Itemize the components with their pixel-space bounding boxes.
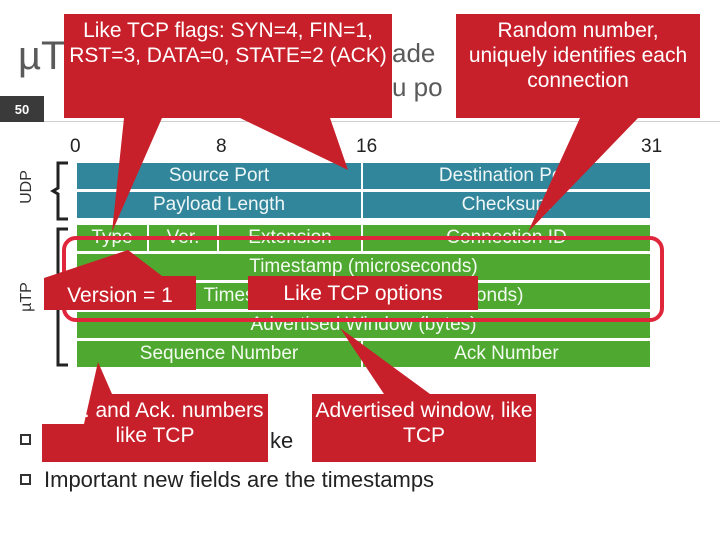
- callout-flags-text: Like TCP flags: SYN=4, FIN=1, RST=3, DAT…: [69, 19, 387, 67]
- callout-seqack-shape: [42, 362, 268, 462]
- callout-window-shape: [312, 328, 536, 462]
- slide-title-fragment: ade: [392, 38, 436, 68]
- title-divider: [44, 121, 720, 122]
- callout-options-text: Like TCP options: [283, 282, 443, 305]
- bit-label-16: 16: [356, 136, 378, 157]
- bit-label-8: 8: [216, 136, 227, 157]
- bit-label-31: 31: [641, 136, 663, 157]
- field-checksum: Checksum: [362, 191, 651, 219]
- callout-random-text: Random number, uniquely identifies each …: [468, 19, 688, 92]
- bullet-2-text: Important new fields are the timestamps: [44, 467, 435, 492]
- slide-number: 50: [0, 96, 44, 122]
- callout-window-text: Advertised window, like TCP: [315, 399, 533, 447]
- bullet-marker-2: [20, 474, 31, 485]
- field-destination-port: Destination Port: [362, 162, 651, 190]
- callout-version-text: Version = 1: [67, 284, 173, 307]
- field-ack-number: Ack Number: [362, 340, 651, 368]
- slide-title: µT: [18, 34, 66, 78]
- field-sequence-number: Sequence Number: [76, 340, 362, 368]
- callout-random-shape: [456, 14, 700, 232]
- callout-version-shape: [44, 250, 196, 310]
- callout-flags-shape: [64, 14, 392, 232]
- slide-subtitle-fragment: u po: [392, 72, 443, 102]
- bullet-1-fragment: ke: [270, 428, 294, 453]
- bullet-marker-1: [20, 434, 31, 445]
- bit-label-0: 0: [70, 136, 81, 157]
- callout-options-shape: [248, 276, 478, 310]
- callout-seqack-text: Seq. and Ack. numbers like TCP: [46, 399, 264, 447]
